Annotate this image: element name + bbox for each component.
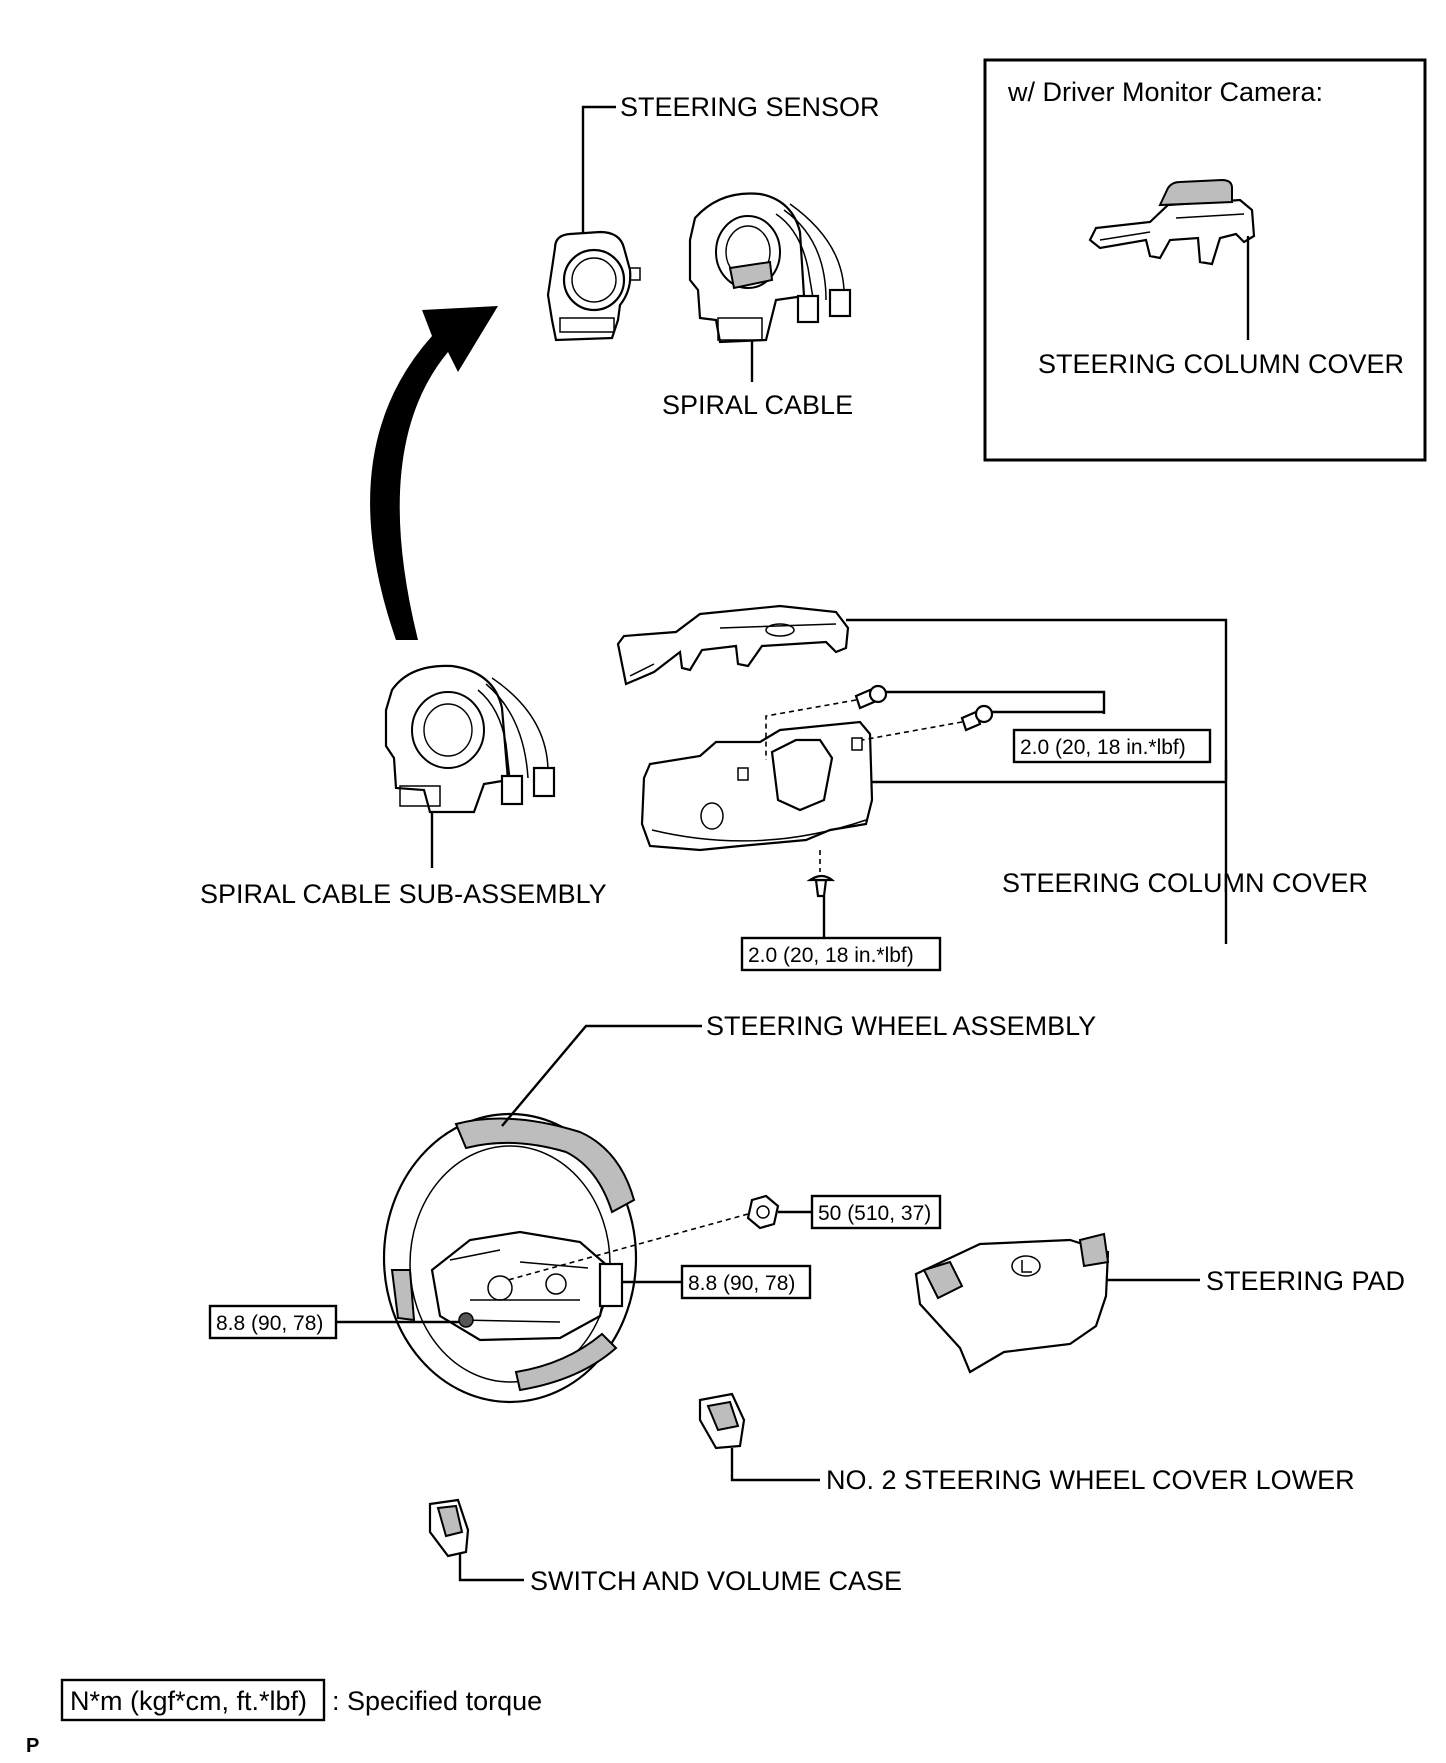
upper-screw-2 — [960, 704, 994, 732]
steering-pad-label: STEERING PAD — [1206, 1266, 1405, 1296]
torque-box-left — [208, 1304, 338, 1340]
torque-box-upper — [1012, 728, 1212, 764]
torque-box-right — [680, 1264, 812, 1300]
no2-cover-lower-part — [698, 1392, 746, 1450]
legend-box-label: N*m (kgf*cm, ft.*lbf) — [70, 1686, 307, 1716]
steering-column-cover-label: STEERING COLUMN COVER — [1002, 868, 1368, 898]
screw-1-dash — [765, 699, 857, 760]
spiral-cable-sub-assembly-label: SPIRAL CABLE SUB-ASSEMBLY — [200, 879, 607, 909]
wheel-nut-part — [746, 1194, 780, 1230]
upper-screw-1-leader — [886, 690, 1106, 714]
torque-left-label: 8.8 (90, 78) — [216, 1312, 323, 1335]
steering-sensor-part — [546, 230, 641, 342]
nut-dash — [507, 1213, 749, 1281]
torque-box-nut — [810, 1194, 942, 1230]
steering-sensor-leader — [581, 105, 616, 234]
torque-upper-label: 2.0 (20, 18 in.*lbf) — [1020, 736, 1186, 759]
steering-wheel-part — [382, 1112, 638, 1404]
torque-box-lower — [740, 936, 942, 972]
switch-volume-case-part — [428, 1498, 470, 1558]
legend-text: : Specified torque — [332, 1686, 542, 1716]
inset-panel: w/ Driver Monitor Camera: STEERING COLUM… — [983, 58, 1427, 462]
steering-wheel-assembly-label: STEERING WHEEL ASSEMBLY — [706, 1011, 1096, 1041]
upper-cover-leader — [846, 618, 1228, 944]
upper-column-cover-part — [616, 604, 850, 686]
legend: N*m (kgf*cm, ft.*lbf) : Specified torque — [60, 1678, 542, 1722]
legend-box — [60, 1678, 326, 1722]
left-screw-part — [458, 1312, 474, 1328]
spiral-cable-part — [688, 192, 852, 344]
spiral-cable-label: SPIRAL CABLE — [662, 390, 853, 420]
switch-volume-leader — [458, 1554, 524, 1582]
lower-column-cover-part — [640, 720, 874, 852]
screw-2-dash — [861, 721, 963, 741]
footer-mark: P — [26, 1735, 39, 1757]
torque-lower-label: 2.0 (20, 18 in.*lbf) — [748, 944, 914, 967]
no2-cover-lower-label: NO. 2 STEERING WHEEL COVER LOWER — [826, 1465, 1355, 1495]
inset-column-cover-part — [1088, 178, 1256, 266]
inset-frame — [983, 58, 1427, 462]
inset-title: w/ Driver Monitor Camera: — [1007, 77, 1323, 107]
no2-cover-leader — [730, 1448, 820, 1482]
upper-screw-1 — [854, 684, 888, 710]
removal-direction-arrow — [370, 306, 498, 640]
spiral-cable-sub-assembly-part — [384, 664, 556, 814]
steering-sensor-label: STEERING SENSOR — [620, 92, 880, 122]
inset-column-cover-label: STEERING COLUMN COVER — [1038, 349, 1404, 379]
torque-right-label: 8.8 (90, 78) — [688, 1272, 795, 1295]
steering-wheel-leader — [501, 1024, 702, 1127]
steering-pad-part — [914, 1232, 1110, 1374]
torque-nut-label: 50 (510, 37) — [818, 1202, 931, 1225]
lower-screw — [806, 874, 836, 898]
switch-and-volume-case-label: SWITCH AND VOLUME CASE — [530, 1566, 902, 1596]
